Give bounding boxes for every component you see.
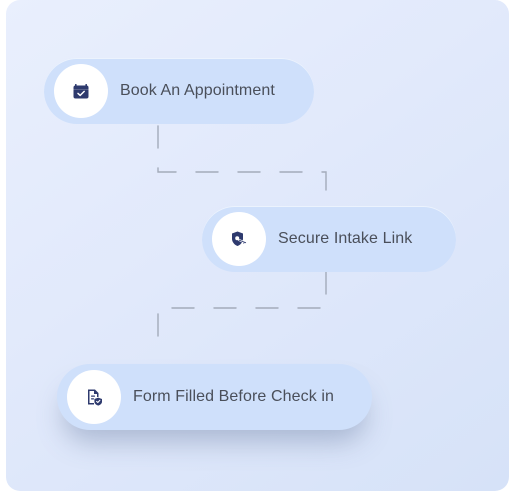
step-form-filled[interactable]: Form Filled Before Check in — [57, 364, 372, 430]
step-label: Form Filled Before Check in — [133, 388, 334, 405]
shield-key-icon — [232, 231, 247, 246]
step-book-appointment[interactable]: Book An Appointment — [44, 58, 314, 124]
step-icon-circle — [67, 370, 121, 424]
step-label: Book An Appointment — [120, 82, 275, 99]
calendar-check-icon — [73, 84, 89, 99]
step-secure-intake-link[interactable]: Secure Intake Link — [202, 206, 456, 272]
step-icon-circle — [54, 64, 108, 118]
step-icon-circle — [212, 212, 266, 266]
document-shield-icon — [88, 389, 102, 406]
step-label: Secure Intake Link — [278, 230, 413, 247]
